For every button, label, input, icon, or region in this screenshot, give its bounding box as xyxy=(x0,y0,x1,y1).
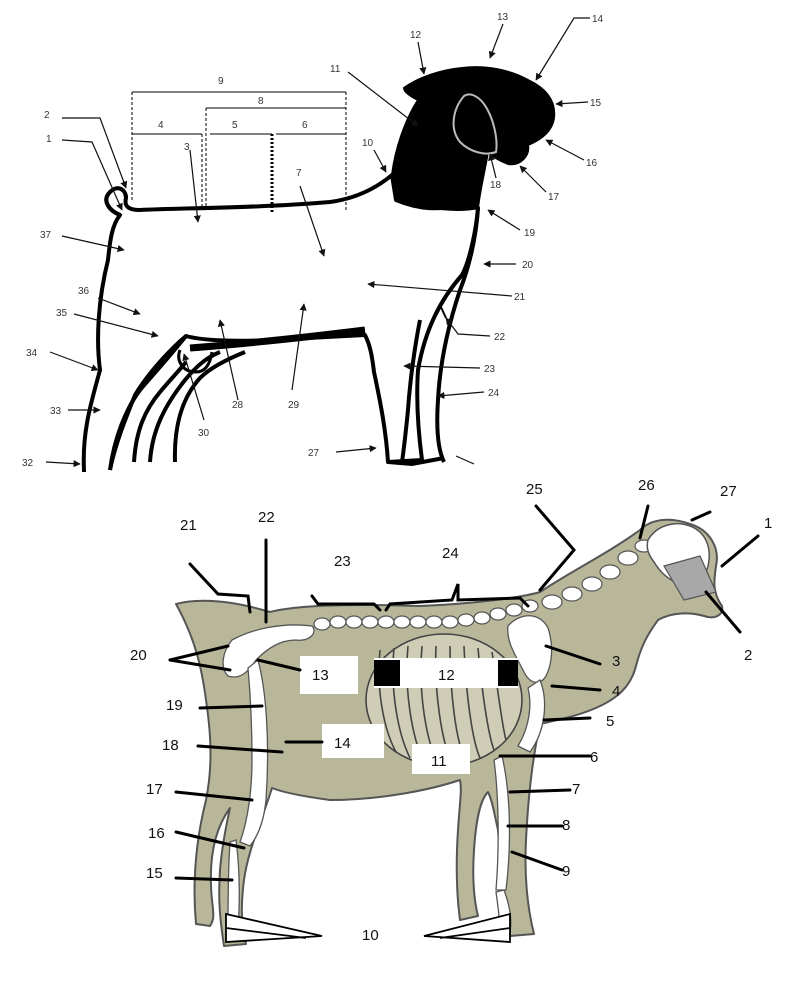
bottom-label-21: 21 xyxy=(180,517,197,534)
top-label-3: 3 xyxy=(184,142,190,153)
bottom-label-15: 15 xyxy=(146,865,163,882)
top-label-37: 37 xyxy=(40,230,52,241)
top-label-6: 6 xyxy=(302,120,308,131)
top-label-2: 2 xyxy=(44,110,50,121)
bottom-label-27: 27 xyxy=(720,483,737,500)
top-label-4: 4 xyxy=(158,120,164,131)
top-label-28: 28 xyxy=(232,400,244,411)
bottom-label-19: 19 xyxy=(166,697,183,714)
external-parts-diagram: 1 2 3 4 5 6 7 8 9 10 11 12 13 14 15 16 1… xyxy=(22,12,604,472)
top-label-11: 11 xyxy=(330,64,341,75)
top-label-20: 20 xyxy=(522,260,534,271)
label-boxes xyxy=(300,656,518,774)
hind-leg-rear xyxy=(172,350,246,463)
top-label-27: 27 xyxy=(308,448,320,459)
bottom-label-4: 4 xyxy=(612,683,620,700)
top-label-21: 21 xyxy=(514,292,526,303)
bottom-label-5: 5 xyxy=(606,713,614,730)
radius xyxy=(493,755,511,891)
bottom-label-20: 20 xyxy=(130,647,147,664)
top-label-22: 22 xyxy=(494,332,506,343)
bottom-label-25: 25 xyxy=(526,481,543,498)
hind-leg-outer xyxy=(108,334,188,471)
dark-block-right xyxy=(498,660,518,686)
bottom-label-26: 26 xyxy=(638,477,655,494)
box-14 xyxy=(322,724,384,758)
bottom-label-3: 3 xyxy=(612,653,620,670)
bottom-label-7: 7 xyxy=(572,781,580,798)
top-leader-arrows xyxy=(45,17,590,468)
bottom-label-2: 2 xyxy=(744,647,752,664)
goat-head xyxy=(390,66,556,211)
goat-ear-outline xyxy=(452,93,498,155)
front-leg-hoof xyxy=(387,456,445,467)
jaw xyxy=(663,555,717,601)
top-label-15: 15 xyxy=(590,98,602,109)
top-label-13: 13 xyxy=(497,12,509,23)
bottom-label-8: 8 xyxy=(562,817,570,834)
top-label-29: 29 xyxy=(288,400,300,411)
bottom-label-9: 9 xyxy=(562,863,570,880)
tail xyxy=(104,186,128,217)
bottom-label-23: 23 xyxy=(334,553,351,570)
bottom-label-18: 18 xyxy=(162,737,179,754)
top-label-19: 19 xyxy=(524,228,536,239)
bottom-label-10: 10 xyxy=(362,927,379,944)
knee-mark xyxy=(439,304,447,319)
hooves xyxy=(225,912,511,943)
top-label-33: 33 xyxy=(50,406,62,417)
hind-leg-inner xyxy=(132,360,188,463)
top-label-10: 10 xyxy=(362,138,374,149)
front-leg-front xyxy=(435,207,480,463)
top-label-23: 23 xyxy=(484,364,496,375)
bottom-label-1: 1 xyxy=(764,515,772,532)
dark-block-left xyxy=(374,660,400,686)
skeleton-diagram: 1 2 3 4 5 6 7 8 9 10 11 12 13 14 15 16 1… xyxy=(130,477,772,947)
top-label-8: 8 xyxy=(258,96,264,107)
belly-line xyxy=(189,326,366,352)
bottom-label-12: 12 xyxy=(438,667,455,684)
top-label-12: 12 xyxy=(410,30,422,41)
top-label-18: 18 xyxy=(490,180,502,191)
top-labels: 1 2 3 4 5 6 7 8 9 10 11 12 13 14 15 16 1… xyxy=(22,12,604,469)
humerus xyxy=(517,679,546,753)
box-11 xyxy=(412,744,470,774)
bottom-label-16: 16 xyxy=(148,825,165,842)
bottom-label-17: 17 xyxy=(146,781,163,798)
top-label-35: 35 xyxy=(56,308,68,319)
bottom-label-13: 13 xyxy=(312,667,329,684)
top-label-36: 36 xyxy=(78,286,90,297)
top-label-32: 32 xyxy=(22,458,34,469)
pelvis xyxy=(222,624,315,678)
bottom-label-11: 11 xyxy=(431,753,447,770)
bottom-label-14: 14 xyxy=(334,735,351,752)
bottom-label-22: 22 xyxy=(258,509,275,526)
front-leg-back xyxy=(400,319,422,463)
bottom-label-24: 24 xyxy=(442,545,459,562)
top-label-9: 9 xyxy=(218,76,224,87)
top-label-5: 5 xyxy=(232,120,238,131)
top-label-17: 17 xyxy=(548,192,560,203)
measurement-brackets xyxy=(131,91,347,212)
top-label-34: 34 xyxy=(26,348,38,359)
box-13 xyxy=(300,656,358,694)
hind-leg-back xyxy=(148,350,221,463)
top-label-14: 14 xyxy=(592,14,604,25)
top-label-30: 30 xyxy=(198,428,210,439)
top-label-7: 7 xyxy=(296,168,302,179)
bottom-leader-lines xyxy=(168,504,760,882)
top-label-1: 1 xyxy=(46,134,52,145)
top-label-24: 24 xyxy=(488,388,500,399)
bottom-label-6: 6 xyxy=(590,749,598,766)
top-label-16: 16 xyxy=(586,158,598,169)
bottom-labels: 1 2 3 4 5 6 7 8 9 10 11 12 13 14 15 16 1… xyxy=(130,477,772,944)
stifle-curve xyxy=(177,349,214,374)
spine xyxy=(313,539,654,631)
